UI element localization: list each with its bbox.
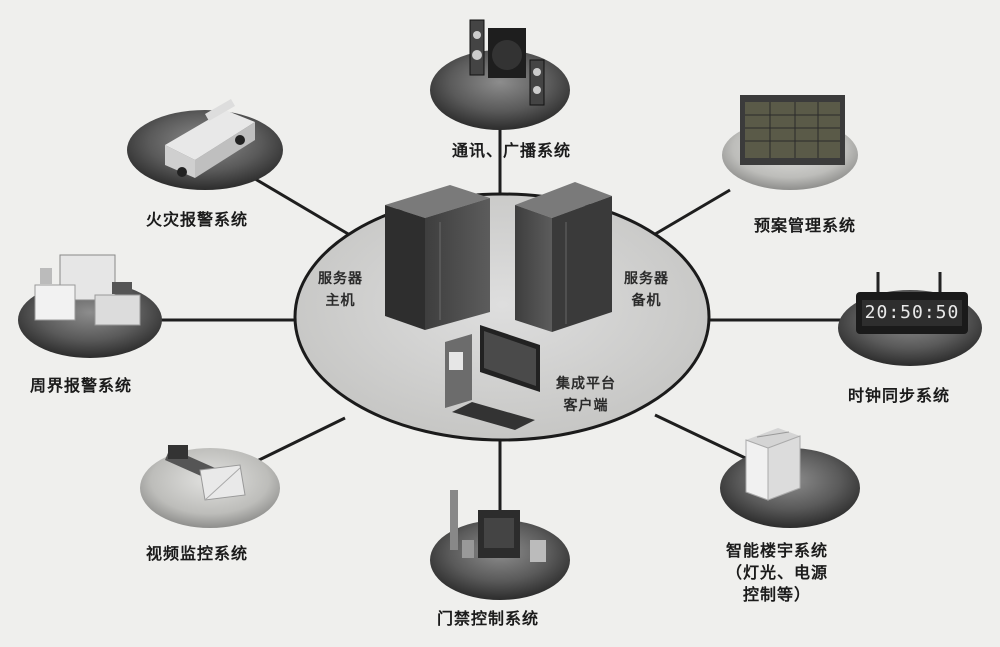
backup-server-icon xyxy=(515,182,612,332)
video-label: 视频监控系统 xyxy=(146,544,249,563)
line-fire xyxy=(239,168,356,240)
perimeter-node xyxy=(18,254,162,358)
access-node xyxy=(430,490,570,600)
perimeter-label: 周界报警系统 xyxy=(30,376,133,395)
hub-ellipse xyxy=(293,192,711,442)
plan-label: 预案管理系统 xyxy=(754,216,857,235)
access-label: 门禁控制系统 xyxy=(437,609,540,628)
broadcast-node xyxy=(430,19,570,130)
clock-label: 时钟同步系统 xyxy=(848,386,951,405)
backup-server-label: 服务器备机 xyxy=(624,271,669,309)
video-node xyxy=(140,445,280,528)
line-plan xyxy=(644,188,731,242)
line-video xyxy=(254,416,346,464)
fire-label: 火灾报警系统 xyxy=(146,210,249,229)
main-server-icon xyxy=(385,185,490,330)
main-server-label: 服务器主机 xyxy=(318,271,363,309)
plan-node xyxy=(722,95,858,190)
client-pc-icon xyxy=(445,325,540,430)
connector-lines xyxy=(155,125,850,540)
fire-node xyxy=(127,99,283,190)
clock-node xyxy=(838,272,982,366)
clock-display: 20:50:50 xyxy=(864,302,960,323)
building-label: 智能楼宇系统（灯光、电源控制等） xyxy=(726,541,829,604)
broadcast-label: 通讯、广播系统 xyxy=(452,141,572,160)
line-building xyxy=(654,413,761,467)
client-label: 集成平台客户端 xyxy=(556,376,616,414)
building-node xyxy=(720,428,860,528)
